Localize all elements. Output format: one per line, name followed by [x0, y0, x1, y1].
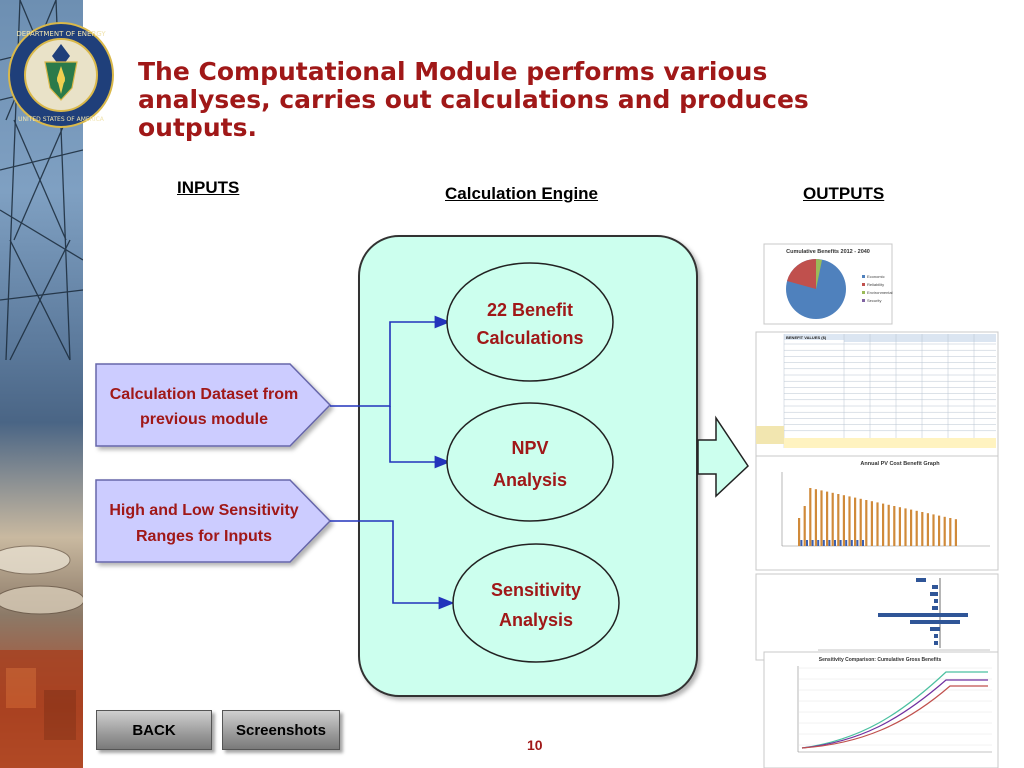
bar-mark	[850, 540, 853, 546]
output-bar-chart-thumbnail: Annual PV Cost Benefit Graph	[755, 455, 999, 571]
output-block-arrow	[697, 415, 749, 498]
input-label-line2: Ranges for Inputs	[136, 528, 272, 545]
bar-mark	[932, 514, 935, 546]
tornado-bar	[934, 634, 938, 638]
bar-mark	[870, 501, 873, 546]
pie-legend-item: Economic	[867, 274, 885, 279]
page-number: 10	[527, 737, 543, 753]
bar-mark	[828, 540, 831, 546]
bar-mark	[938, 515, 941, 546]
pie-slice-environmental	[816, 259, 822, 289]
tornado-bar	[934, 599, 938, 603]
bar-mark	[817, 540, 820, 546]
bar-mark	[854, 497, 857, 546]
bar-mark	[921, 512, 924, 546]
bar-mark	[882, 503, 885, 546]
bar-mark	[831, 492, 834, 546]
output-line-chart-thumbnail: Sensitivity Comparison: Cumulative Gross…	[763, 651, 999, 768]
bar-mark	[798, 518, 801, 546]
tornado-bar	[930, 627, 940, 631]
input-label-line1: Calculation Dataset from	[110, 386, 298, 403]
bar-mark	[856, 540, 859, 546]
bar-mark	[800, 540, 803, 546]
bar-mark	[926, 513, 929, 546]
bar-mark	[809, 488, 812, 546]
slide-title: The Computational Module performs variou…	[138, 57, 809, 142]
bar-mark	[910, 509, 913, 546]
bar-mark	[822, 540, 825, 546]
bar-mark	[904, 508, 907, 546]
tornado-bar	[932, 606, 938, 610]
line-series-low	[801, 685, 988, 749]
input-box-sensitivity-ranges: High and Low Sensitivity Ranges for Inpu…	[95, 479, 332, 563]
input-label-line2: previous module	[140, 411, 268, 428]
table-title: BENEFIT VALUES ($)	[786, 335, 827, 340]
bar-mark	[811, 540, 814, 546]
bar-mark	[814, 489, 817, 546]
oval-benefit-calculations: 22 Benefit Calculations	[446, 262, 614, 382]
bar-mark	[893, 506, 896, 546]
calculation-engine-header: Calculation Engine	[445, 184, 599, 203]
inputs-header: INPUTS	[177, 178, 240, 197]
oval-npv-analysis: NPV Analysis	[446, 402, 614, 522]
bar-mark	[865, 500, 868, 546]
bar-mark	[876, 502, 879, 546]
bar-mark	[887, 504, 890, 546]
bar-mark	[834, 540, 836, 546]
bar-mark	[954, 519, 957, 546]
output-pie-chart-thumbnail: Cumulative Benefits 2012 - 2040 Economic…	[763, 243, 893, 325]
bar-mark	[803, 506, 806, 546]
line-series-high	[801, 671, 988, 749]
pie-legend-item: Security	[867, 298, 881, 303]
bar-mark	[842, 495, 845, 546]
doe-seal-logo: DEPARTMENT OF ENERGY UNITED STATES OF AM…	[8, 22, 114, 128]
outputs-header: OUTPUTS	[803, 184, 885, 203]
seal-text-bottom: UNITED STATES OF AMERICA	[18, 116, 105, 123]
pie-slice-reliability	[787, 258, 816, 289]
tornado-bar	[910, 620, 960, 624]
oval-label-line1: 22 Benefit	[487, 300, 573, 320]
back-button[interactable]: BACK	[96, 710, 212, 750]
line-chart-title: Sensitivity Comparison: Cumulative Gross…	[819, 657, 942, 663]
bar-mark	[837, 494, 840, 546]
bar-mark	[898, 507, 901, 546]
bar-mark	[859, 498, 862, 546]
tornado-bar	[934, 641, 938, 645]
tornado-bar	[932, 585, 938, 589]
bar-mark	[839, 540, 842, 546]
pie-legend-item: Environmental	[867, 290, 893, 295]
output-table-thumbnail: BENEFIT VALUES ($)	[755, 331, 999, 457]
bar-mark	[826, 491, 829, 546]
tornado-bar	[878, 613, 968, 617]
oval-label-line2: Calculations	[476, 328, 583, 348]
bar-mark	[806, 540, 808, 546]
bar-mark	[845, 540, 848, 546]
line-series-base	[801, 679, 988, 749]
input-label-line1: High and Low Sensitivity	[109, 502, 298, 519]
screenshots-button[interactable]: Screenshots	[222, 710, 340, 750]
seal-text-top: DEPARTMENT OF ENERGY	[16, 30, 106, 38]
oval-label-line1: NPV	[511, 438, 548, 458]
oval-label-line2: Analysis	[499, 610, 573, 630]
oval-label-line2: Analysis	[493, 470, 567, 490]
bar-mark	[943, 516, 946, 546]
pie-legend-item: Reliability	[867, 282, 884, 287]
bar-mark	[820, 490, 823, 546]
oval-label-line1: Sensitivity	[491, 580, 581, 600]
output-tornado-chart-thumbnail	[755, 573, 999, 661]
input-box-calculation-dataset: Calculation Dataset from previous module	[95, 363, 332, 447]
oval-sensitivity-analysis: Sensitivity Analysis	[452, 543, 620, 663]
connector-lines	[330, 315, 455, 610]
bar-mark	[848, 496, 851, 546]
bar-mark	[862, 540, 864, 546]
bar-mark	[949, 518, 952, 546]
pie-title: Cumulative Benefits 2012 - 2040	[786, 249, 870, 255]
tornado-bar	[930, 592, 938, 596]
bar-chart-title: Annual PV Cost Benefit Graph	[860, 461, 940, 467]
tornado-bar	[916, 578, 926, 582]
bar-mark	[915, 510, 918, 546]
